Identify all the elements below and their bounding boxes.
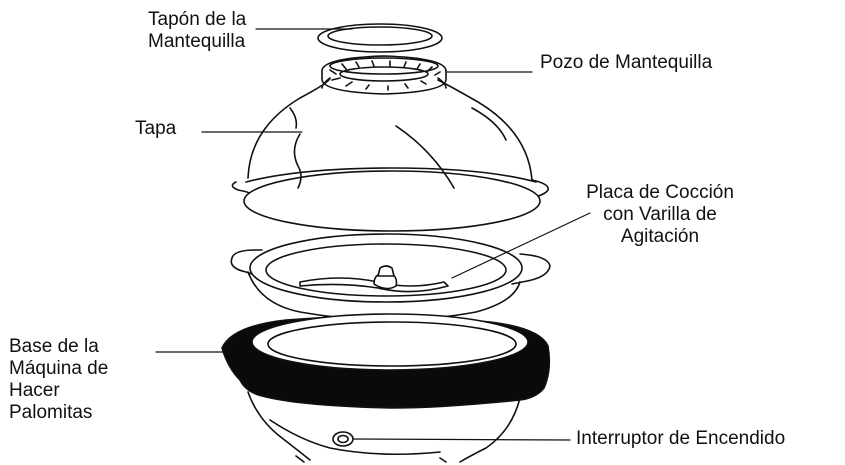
leader-lines	[155, 28, 591, 441]
butter-well-shape	[321, 55, 447, 95]
cooking-plate-shape	[230, 233, 551, 321]
label-butter-well: Pozo de Mantequilla	[540, 52, 713, 73]
label-butter-cap: Tapón de la Mantequilla	[148, 9, 247, 52]
label-lid: Tapa	[135, 118, 177, 139]
label-cooking-plate: Placa de Cocción con Varilla de Agitació…	[586, 182, 734, 247]
label-base: Base de la Máquina de Hacer Palomitas	[9, 336, 109, 423]
butter-cap-shape	[317, 23, 443, 53]
label-power-switch: Interruptor de Encendido	[576, 428, 786, 449]
leader-line-cooking-plate	[451, 212, 591, 279]
lid-shape	[231, 77, 549, 232]
leader-line-power-switch	[352, 438, 571, 441]
base-shape	[221, 313, 551, 463]
